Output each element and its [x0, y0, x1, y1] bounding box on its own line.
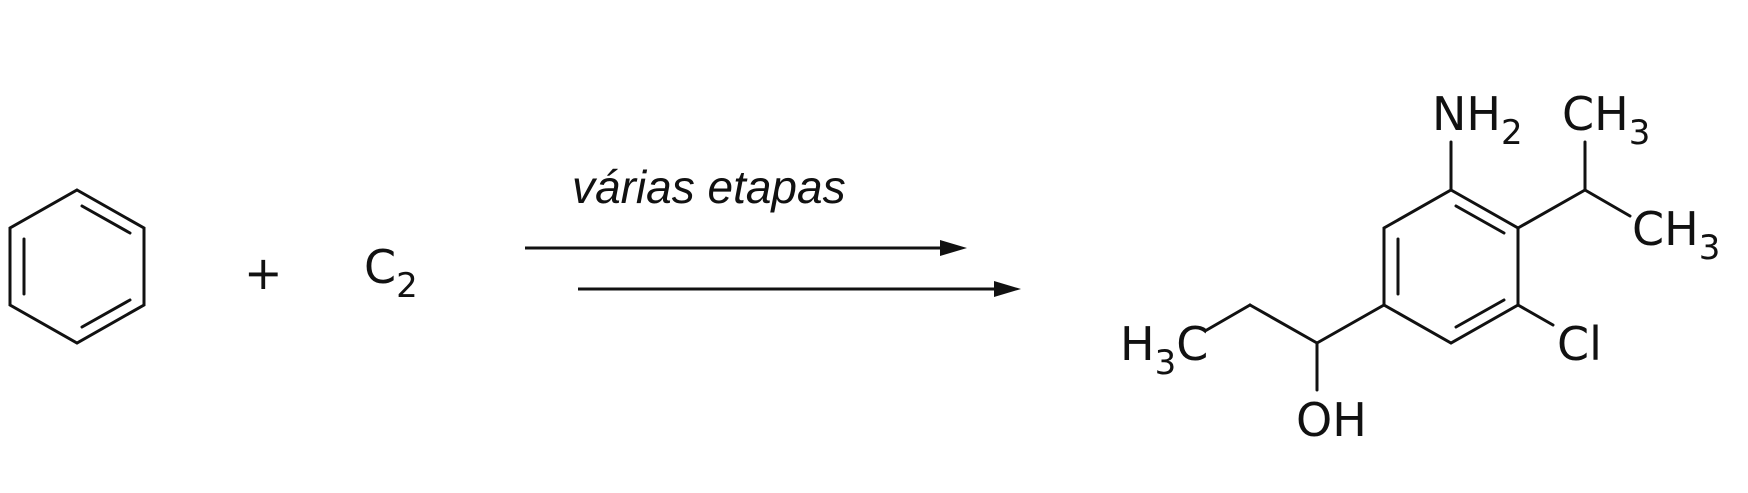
side-chain-bond-2 — [1248, 303, 1319, 345]
side-chain-bond-1 — [1315, 303, 1386, 345]
cl-label: Cl — [1557, 317, 1602, 371]
isopropyl-ch3-right-bond — [1583, 188, 1632, 218]
arrow-upper-head — [940, 240, 967, 256]
reaction-arrows — [525, 240, 1021, 297]
cl-bond — [1516, 303, 1555, 327]
reactant-c2-label: C2 — [364, 240, 418, 306]
benzene-double-bond-top-right — [80, 204, 132, 235]
isopropyl-bond — [1516, 188, 1587, 230]
ch3-top-label: CH3 — [1562, 87, 1650, 153]
plus-sign: + — [244, 246, 283, 300]
product-double-bond-bottom-right — [1454, 298, 1506, 329]
benzene-double-bond-bottom-right — [80, 298, 132, 329]
product-ring-outline — [1382, 188, 1520, 345]
arrow-lower-head — [994, 281, 1021, 297]
benzene-molecule — [8, 188, 146, 345]
reaction-condition-label: várias etapas — [572, 161, 846, 213]
product-molecule: NH2 CH3 CH3 H3C Cl OH — [1120, 87, 1720, 447]
side-chain-bond-3 — [1203, 303, 1252, 333]
product-double-bond-top-right — [1454, 204, 1506, 235]
ch3-right-label: CH3 — [1632, 202, 1720, 268]
nh2-label: NH2 — [1432, 87, 1523, 153]
oh-label: OH — [1296, 393, 1367, 447]
benzene-ring-outline — [8, 188, 146, 345]
h3c-label: H3C — [1120, 317, 1208, 383]
